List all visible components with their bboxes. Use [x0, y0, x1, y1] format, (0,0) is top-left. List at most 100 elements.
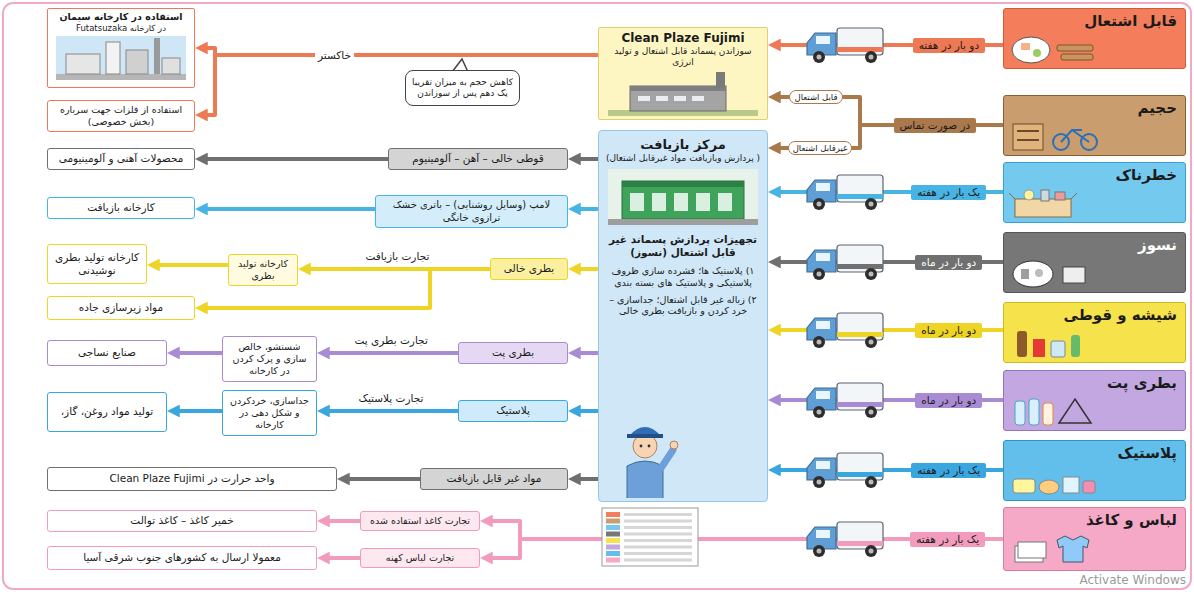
factory-tower	[106, 42, 120, 74]
category-box: نسوز	[1003, 232, 1186, 293]
flow-arrow	[775, 97, 1003, 125]
truck-icon	[807, 453, 883, 488]
output-box: محصولات آهنی و آلومینیومی	[47, 148, 195, 170]
brochure-line	[624, 520, 692, 523]
photo-sky	[56, 36, 186, 80]
output-box: تولید مواد روغن، گاز،	[47, 392, 167, 432]
worker-body	[627, 461, 663, 498]
truck-body	[837, 245, 883, 272]
edge-label: دو بار در ماه	[915, 393, 982, 408]
node-title: مواد زیرسازی جاده	[53, 301, 189, 314]
edge-label: تجارت بازیافت	[363, 250, 433, 263]
waste-icon	[1013, 479, 1035, 493]
truck-icon	[807, 245, 883, 280]
waste-icon	[1061, 54, 1093, 60]
callout-note: کاهش حجم به میزان تقریبا یک دهم پس از سو…	[405, 70, 520, 106]
center-window	[630, 193, 644, 211]
node-title: مرکز بازیافت	[605, 137, 761, 153]
edge-label: دو بار در هفته	[913, 38, 985, 53]
node-title: استفاده در کارخانه سیمان	[53, 11, 189, 23]
plant-window	[638, 96, 650, 101]
truck-hub	[869, 272, 874, 277]
flow-arrow	[202, 55, 598, 115]
truck-wheel	[865, 336, 877, 348]
output-box: معمولا ارسال به کشورهای جنوب شرقی آسیا	[47, 546, 317, 570]
output-box: مواد زیرسازی جاده	[47, 296, 195, 320]
center-window	[652, 193, 666, 211]
node-title: کارخانه تولید بطری	[234, 258, 292, 282]
truck-icon	[807, 28, 883, 63]
brochure-row	[606, 532, 620, 537]
node-illustration	[56, 36, 186, 80]
node-illustration	[1015, 399, 1091, 425]
output-box: کارخانه بازیافت	[47, 197, 195, 219]
node-title: کاهش حجم به میزان تقریبا یک دهم پس از سو…	[411, 77, 514, 100]
truck-icon	[807, 175, 883, 210]
center-roof	[622, 181, 744, 187]
node-title: استفاده از فلزات جهت سرباره (بخش خصوصی)	[53, 104, 189, 128]
flow-arrow	[775, 125, 1003, 148]
truck-hub	[817, 55, 822, 60]
truck-body	[837, 453, 883, 480]
brochure-row	[606, 512, 620, 517]
output-box: کارخانه تولید بطری نوشیدنی	[47, 244, 147, 284]
edge-label: غیرقابل اشتعال	[788, 141, 853, 156]
truck-window	[816, 36, 830, 44]
node-title: جداسازی، خردکردن و شکل دهی در کارخانه	[228, 395, 311, 431]
node-title: قابل اشتعال	[1009, 12, 1177, 31]
truck-icon	[807, 313, 883, 348]
node-title: Clean Plaze Fujimi	[605, 31, 761, 46]
truck-wheel	[813, 268, 825, 280]
truck-wheel	[865, 545, 877, 557]
factory-shed	[162, 58, 180, 74]
node-title: قوطی خالی – آهن – آلومینیوم	[394, 152, 562, 165]
node-illustration	[1015, 536, 1089, 562]
waste-icon	[1017, 331, 1027, 357]
node-title: بطری پت	[1009, 374, 1177, 393]
flow-arrow	[487, 539, 1003, 558]
node-illustration	[605, 414, 685, 498]
waste-icon	[1029, 399, 1039, 425]
output-box: استفاده در کارخانه سیماندر کارخانه Futat…	[47, 8, 195, 88]
truck-hub	[869, 202, 874, 207]
truck-body	[837, 383, 883, 410]
truck-hub	[817, 272, 822, 277]
node-title: تولید مواد روغن، گاز،	[53, 405, 161, 418]
truck-wheel	[813, 336, 825, 348]
node-title: واحد حرارت در Clean Plaze Fujimi	[53, 472, 331, 485]
node-text: در کارخانه Futatsuzaka	[53, 23, 189, 34]
brochure-illustration	[602, 508, 698, 566]
truck-wheel	[865, 476, 877, 488]
truck-wheel	[865, 51, 877, 63]
node-title: لباس و کاغذ	[1009, 511, 1177, 530]
plant-roof	[630, 86, 726, 91]
truck-hub	[817, 340, 822, 345]
process-box: کارخانه تولید بطری	[228, 254, 298, 286]
flow-arrow	[324, 519, 360, 523]
waste-icon	[1021, 269, 1029, 279]
node-title: مواد غیر قابل بازیافت	[426, 472, 562, 485]
truck-hub	[817, 410, 822, 415]
process-box: جداسازی، خردکردن و شکل دهی در کارخانه	[222, 390, 317, 436]
node-title: معمولا ارسال به کشورهای جنوب شرقی آسیا	[53, 551, 311, 564]
flow-arrow	[202, 207, 375, 211]
waste-icon	[1063, 477, 1079, 493]
node-illustration	[1009, 395, 1101, 427]
waste-icon	[1051, 341, 1065, 357]
waste-icon	[1057, 45, 1093, 51]
node-text: سوزاندن پسماند قابل اشتعال و تولید انرژی	[605, 46, 761, 69]
node-illustration	[1013, 124, 1097, 150]
node-text: ۲) زباله غیر قابل اشتعال؛ جداسازی – خرد …	[605, 294, 761, 318]
truck-hub	[817, 480, 822, 485]
category-box: لباس و کاغذ	[1003, 507, 1186, 571]
node-illustration	[1017, 331, 1080, 357]
recycling-center-box: مرکز بازیافت( پردازش وبازیافت مواد غیرقا…	[598, 130, 768, 502]
waste-icon	[1033, 339, 1045, 357]
flow-arrow	[575, 207, 598, 211]
node-illustration	[1012, 37, 1093, 63]
brochure-sheet	[602, 508, 698, 566]
node-title: محصولات آهنی و آلومینیومی	[53, 152, 189, 165]
watermark: Activate Windows	[1079, 573, 1186, 588]
node-illustration	[1013, 261, 1085, 287]
node-text: ( پردازش وبازیافت مواد غیرقابل اشتعال)	[605, 153, 761, 164]
